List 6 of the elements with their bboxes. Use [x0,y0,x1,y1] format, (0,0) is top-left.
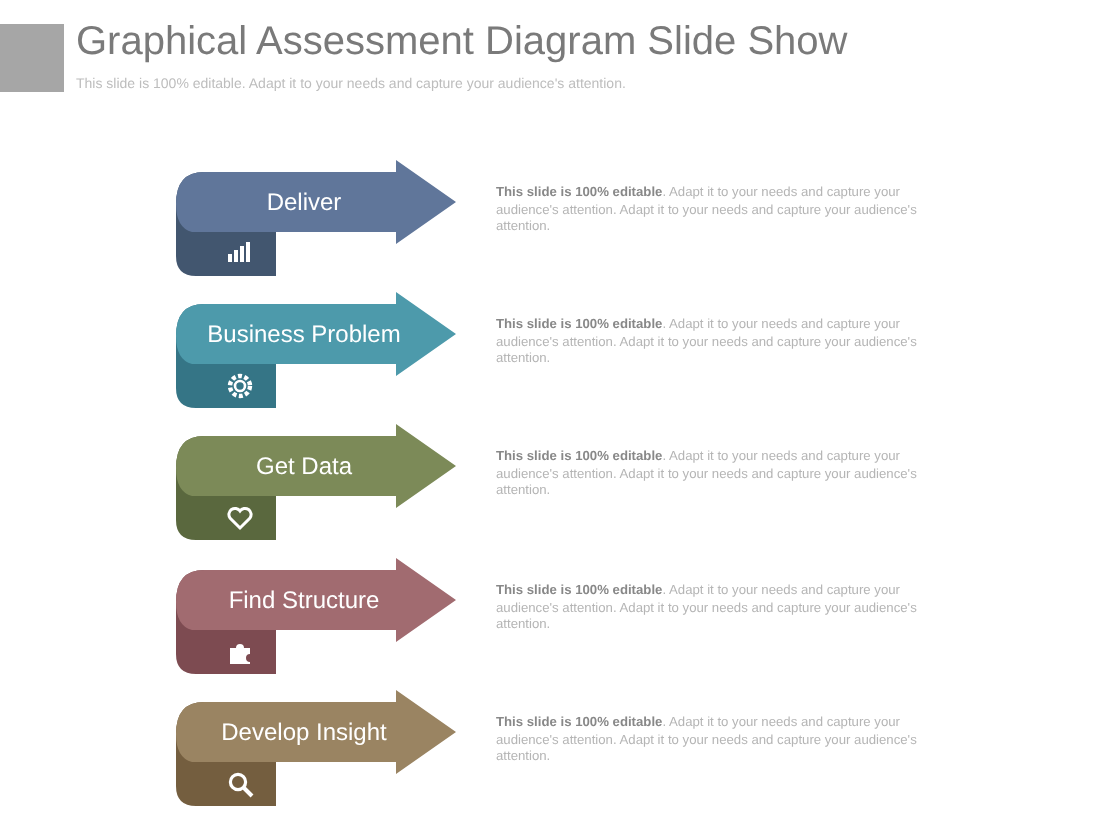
slide-title: Graphical Assessment Diagram Slide Show [76,20,848,66]
step-label: Deliver [264,186,344,220]
step-label: Business Problem [205,318,403,352]
step-label: Develop Insight [219,716,389,750]
step-label: Find Structure [226,584,382,618]
step-label: Get Data [253,450,355,484]
